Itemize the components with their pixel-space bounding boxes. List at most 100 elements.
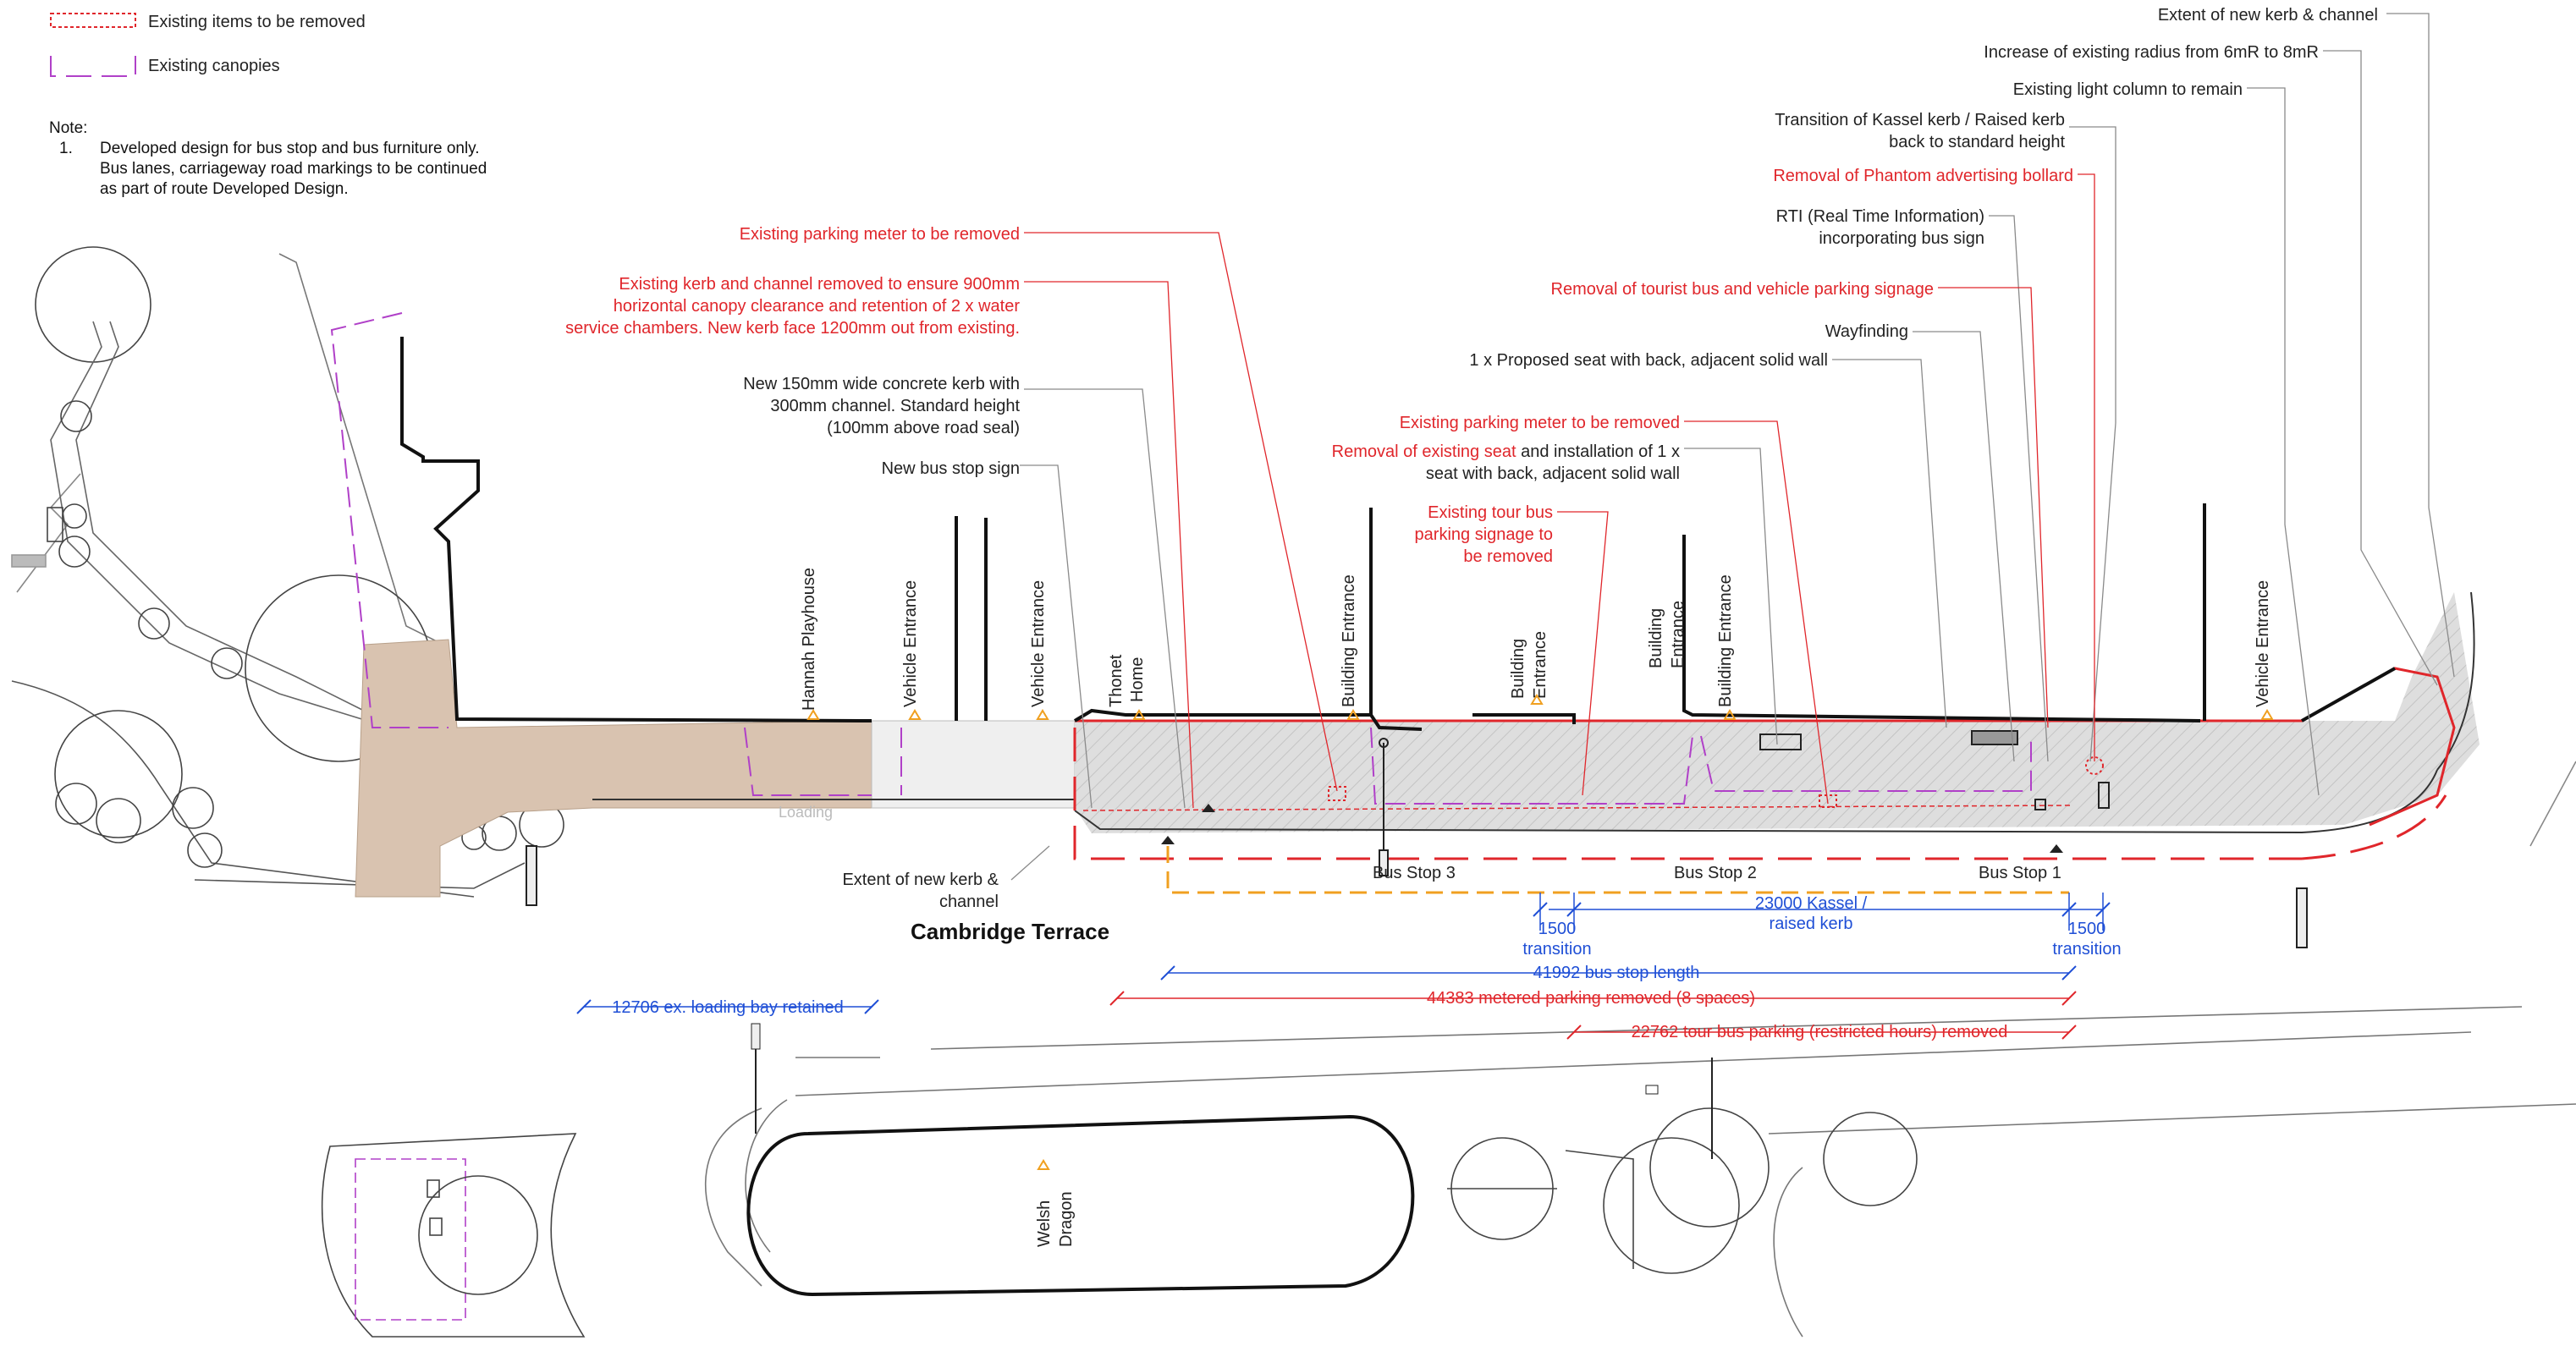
legend-removed-label: Existing items to be removed [148, 13, 366, 31]
paving-area [355, 639, 872, 898]
callout-seat-removal-red: Removal of existing seat [1332, 442, 1516, 461]
bus-stop-1-label: Bus Stop 1 [1979, 864, 2061, 882]
callout-new-kerb-2: 300mm channel. Standard height [770, 397, 1020, 415]
callout-tour-signage-2: parking signage to [1415, 525, 1553, 544]
tree [60, 400, 92, 432]
callout-rti: RTI (Real Time Information) [1776, 207, 1984, 226]
dim-kassel: 23000 Kassel / [1755, 894, 1868, 913]
label-building-entrance-3b: Entrance [1669, 601, 1687, 668]
tree [138, 607, 170, 640]
dim-tour-bus-parking: 22762 tour bus parking (restricted hours… [1632, 1023, 2008, 1041]
dimension-labels: 23000 Kassel / raised kerb 1500 transiti… [612, 894, 2121, 1041]
dim-metered-parking: 44383 metered parking removed (8 spaces) [1427, 989, 1755, 1008]
label-building-entrance-2b: Entrance [1531, 631, 1549, 699]
callout-light-column: Existing light column to remain [2013, 80, 2243, 99]
label-dragon: Dragon [1057, 1191, 1076, 1247]
callout-kerb-channel-1: Existing kerb and channel removed to ens… [619, 275, 1020, 294]
label-welsh: Welsh [1035, 1200, 1054, 1247]
lower-trees [1447, 1107, 1918, 1274]
legend: Existing items to be removed Existing ca… [50, 13, 366, 77]
utility-box [1645, 1085, 1659, 1095]
bus-stop-extent-line [1166, 846, 2069, 894]
callout-bus-stop-sign: New bus stop sign [882, 459, 1020, 478]
callout-parking-meter-right: Existing parking meter to be removed [1400, 414, 1680, 432]
note-block: Note: 1. Developed design for bus stop a… [49, 118, 489, 200]
dim-transition-left-value: 1500 [1538, 920, 1577, 938]
dimension-ticks [576, 902, 2111, 1040]
note-item-text: Developed design for bus stop and bus fu… [100, 140, 487, 198]
label-building-entrance-1: Building Entrance [1340, 574, 1358, 707]
tree-canopy [35, 246, 151, 363]
stop-marker-icon [1202, 804, 1215, 812]
label-vehicle-entrance-2: Vehicle Entrance [1029, 580, 1048, 707]
seat [1971, 730, 2018, 745]
dim-kassel-2: raised kerb [1770, 915, 1853, 933]
label-building-entrance-4: Building Entrance [1716, 574, 1735, 707]
label-vehicle-entrance-1: Vehicle Entrance [901, 580, 920, 707]
bus-stop-labels: Bus Stop 3 Bus Stop 2 Bus Stop 1 [1373, 864, 2061, 882]
label-thonet: Thonet [1107, 654, 1126, 707]
callout-kerb-channel-3: service chambers. New kerb face 1200mm o… [565, 319, 1020, 338]
canopies [330, 312, 2032, 805]
stop-marker-icon [2050, 844, 2063, 853]
callout-kassel-transition-2: back to standard height [1889, 133, 2065, 151]
seat [1759, 733, 1802, 750]
entrance-markers [806, 694, 2274, 1170]
callout-radius-increase: Increase of existing radius from 6mR to … [1984, 43, 2319, 62]
dim-transition-right-label: transition [2052, 940, 2121, 959]
callout-proposed-seat: 1 x Proposed seat with back, adjacent so… [1469, 351, 1828, 370]
tree-canopy [54, 710, 183, 838]
lower-roads [705, 1006, 2576, 1338]
label-loading: Loading [779, 804, 833, 821]
callout-extent-new-kerb-top: Extent of new kerb & channel [2158, 6, 2378, 25]
callout-new-kerb-3: (100mm above road seal) [827, 419, 1020, 437]
dimension-lines [584, 893, 2104, 1033]
callout-rti-2: incorporating bus sign [1819, 229, 1984, 248]
tree [96, 798, 141, 843]
bus-stop-3-label: Bus Stop 3 [1373, 864, 1456, 882]
callouts: Extent of new kerb & channel Increase of… [565, 6, 2378, 911]
callout-tourist-signage: Removal of tourist bus and vehicle parki… [1551, 280, 1934, 299]
legend-canopy-swatch [50, 56, 136, 77]
label-thonet-home: Home [1128, 657, 1147, 702]
tree [58, 536, 91, 568]
callout-extent-new-kerb-bottom-1: Extent of new kerb & [842, 871, 999, 889]
footpath-hatched [1075, 592, 2480, 833]
label-vehicle-entrance-3: Vehicle Entrance [2254, 580, 2272, 707]
stop-marker-icon [1161, 836, 1175, 844]
callout-kassel-transition: Transition of Kassel kerb / Raised kerb [1775, 111, 2065, 129]
dim-transition-right-value: 1500 [2068, 920, 2106, 938]
callout-kerb-channel-2: horizontal canopy clearance and retentio… [614, 297, 1021, 316]
dim-bus-stop-length: 41992 bus stop length [1533, 964, 1700, 982]
callout-seat-install: and installation of 1 x [1516, 442, 1680, 461]
callout-phantom-bollard: Removal of Phantom advertising bollard [1773, 167, 2073, 185]
bus-stop-markers [1161, 804, 2063, 853]
dim-transition-left-label: transition [1522, 940, 1591, 959]
building-frontage [400, 337, 2396, 731]
tree [172, 787, 214, 829]
callout-seat-removal: Removal of existing seat and installatio… [1332, 442, 1680, 461]
callout-new-kerb-1: New 150mm wide concrete kerb with [743, 375, 1020, 393]
callout-extent-new-kerb-bottom-2: channel [939, 893, 999, 911]
dim-loading-bay: 12706 ex. loading bay retained [612, 998, 844, 1017]
callout-wayfinding: Wayfinding [1825, 322, 1908, 341]
bus-stop-2-label: Bus Stop 2 [1674, 864, 1757, 882]
tree [187, 832, 223, 868]
light-pole-base [751, 1023, 761, 1050]
lower-left-island [321, 1133, 586, 1338]
callout-tour-signage-3: be removed [1463, 547, 1553, 566]
tree [62, 503, 87, 529]
street-furniture [526, 730, 2308, 948]
welsh-dragon-island [746, 1114, 1415, 1297]
tree [55, 783, 97, 825]
note-heading: Note: [49, 119, 88, 137]
tree [211, 647, 243, 679]
callout-seat-install-2: seat with back, adjacent solid wall [1426, 464, 1680, 483]
legend-removed-swatch [50, 13, 136, 28]
building-labels: Hannah Playhouse Vehicle Entrance Vehicl… [779, 568, 2272, 1247]
label-hannah-playhouse: Hannah Playhouse [800, 568, 818, 711]
note-item: 1. Developed design for bus stop and bus… [59, 139, 489, 200]
label-building-entrance-3a: Building [1647, 608, 1665, 668]
curve-line [2529, 761, 2576, 847]
